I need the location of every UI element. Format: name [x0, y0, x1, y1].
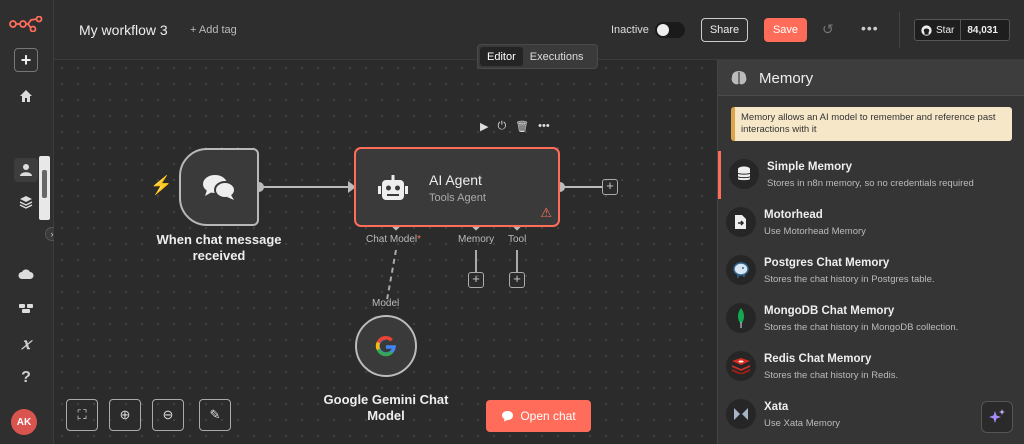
status-label: Inactive [611, 24, 649, 36]
help-icon[interactable]: ? [21, 369, 31, 386]
tab-editor[interactable]: Editor [480, 47, 523, 66]
active-toggle[interactable] [655, 22, 685, 38]
agent-title: AI Agent [429, 172, 482, 188]
trigger-bolt-icon: ⚡ [150, 175, 173, 195]
chat-model-port-label: Chat Model* [366, 234, 422, 245]
item-title: Postgres Chat Memory [764, 257, 890, 269]
cloud-icon[interactable] [14, 262, 38, 286]
left-sidebar: + › 𝑥 ? AK [0, 0, 59, 444]
list-item[interactable]: Simple Memory Stores in n8n memory, so n… [718, 151, 1024, 199]
header-divider [899, 12, 900, 48]
memory-callout: Memory allows an AI model to remember an… [731, 107, 1012, 141]
workflow-title[interactable]: My workflow 3 [79, 22, 168, 38]
postgres-icon [726, 255, 756, 285]
open-chat-label: Open chat [520, 409, 576, 423]
star-count: 84,031 [967, 24, 998, 36]
item-desc: Stores the chat history in Postgres tabl… [764, 274, 935, 285]
add-tag-button[interactable]: + Add tag [190, 24, 237, 36]
trash-icon[interactable]: 🗑 [515, 121, 530, 133]
list-item[interactable]: Motorhead Use Motorhead Memory [718, 199, 1024, 247]
brain-icon [731, 71, 747, 85]
play-icon[interactable]: ▶ [480, 121, 489, 133]
list-item[interactable]: Redis Chat Memory Stores the chat histor… [718, 343, 1024, 391]
item-desc: Use Motorhead Memory [764, 226, 866, 237]
mongodb-icon [726, 303, 756, 333]
panel-header: Memory [718, 60, 1024, 96]
zoom-in-icon[interactable]: ⊕ [109, 399, 141, 431]
gemini-model-node[interactable] [355, 315, 417, 377]
redis-icon [726, 351, 756, 381]
tab-executions[interactable]: Executions [529, 50, 584, 63]
n8n-logo[interactable] [9, 16, 43, 32]
github-icon [921, 24, 932, 36]
item-desc: Stores the chat history in Redis. [764, 370, 899, 381]
item-desc: Stores the chat history in MongoDB colle… [764, 322, 959, 333]
sparkles-icon [989, 409, 1005, 423]
github-star-button[interactable]: Star 84,031 [914, 19, 1010, 41]
model-connection [386, 249, 397, 301]
item-title: Xata [764, 401, 789, 413]
motorhead-icon [726, 207, 756, 237]
user-icon[interactable] [14, 158, 38, 182]
list-item[interactable]: MongoDB Chat Memory Stores the chat hist… [718, 295, 1024, 343]
gemini-node-label: Google Gemini Chat Model [323, 392, 449, 423]
workflow-canvas[interactable]: ⚡ When chat message received ▶ ⏻ 🗑 ••• [54, 60, 717, 444]
connection-arrow [348, 181, 356, 193]
add-memory-button[interactable]: + [468, 272, 484, 288]
xata-icon [726, 399, 756, 429]
node-creator-panel: Memory Memory allows an AI model to reme… [717, 60, 1024, 444]
fit-view-icon[interactable]: ⛶ [66, 399, 98, 431]
memory-list: Simple Memory Stores in n8n memory, so n… [718, 151, 1024, 439]
home-icon[interactable] [14, 84, 38, 108]
item-desc: Use Xata Memory [764, 418, 841, 429]
node-more-icon[interactable]: ••• [538, 120, 550, 132]
tool-port-label: Tool [508, 234, 527, 245]
model-port-label: Model [372, 298, 400, 309]
add-icon[interactable]: + [14, 48, 38, 72]
avatar[interactable]: AK [11, 409, 37, 435]
trigger-node-label: When chat message received [156, 232, 282, 263]
zoom-out-icon[interactable]: ⊖ [152, 399, 184, 431]
ai-agent-node[interactable]: AI Agent Tools Agent ⚠ [354, 147, 560, 227]
power-icon[interactable]: ⏻ [497, 120, 507, 132]
sidebar-scrollbar[interactable] [39, 156, 50, 220]
item-title: Motorhead [764, 209, 823, 221]
agent-subtitle: Tools Agent [429, 192, 486, 204]
ai-assistant-button[interactable] [981, 401, 1013, 433]
memory-port-label: Memory [458, 234, 495, 245]
open-chat-button[interactable]: Open chat [486, 400, 591, 432]
item-desc: Stores in n8n memory, so no credentials … [767, 178, 974, 189]
panel-title: Memory [759, 70, 814, 87]
item-title: Redis Chat Memory [764, 353, 872, 365]
more-options-icon[interactable]: ••• [861, 20, 879, 36]
share-button[interactable]: Share [701, 18, 748, 42]
chat-bubbles-icon [203, 175, 236, 200]
list-item[interactable]: Postgres Chat Memory Stores the chat his… [718, 247, 1024, 295]
add-tool-button[interactable]: + [509, 272, 525, 288]
google-icon [375, 335, 396, 357]
star-label: Star [936, 24, 955, 36]
robot-icon [378, 175, 408, 200]
view-tabs: Editor Executions [477, 44, 598, 69]
variables-icon[interactable]: 𝑥 [21, 333, 31, 353]
add-output-node-button[interactable]: + [602, 179, 618, 195]
database-icon [729, 159, 759, 189]
save-button[interactable]: Save [764, 18, 807, 42]
item-title: Simple Memory [767, 161, 852, 173]
clean-up-icon[interactable]: ✎ [199, 399, 231, 431]
warning-icon[interactable]: ⚠ [540, 205, 552, 220]
node-toolbar: ▶ ⏻ 🗑 ••• [480, 120, 550, 133]
history-icon[interactable]: ↺ [822, 21, 834, 37]
item-title: MongoDB Chat Memory [764, 305, 895, 317]
chat-trigger-node[interactable] [179, 148, 259, 226]
list-item[interactable]: Xata Use Xata Memory [718, 391, 1024, 439]
layers-icon[interactable] [14, 190, 38, 214]
chat-icon [502, 411, 514, 422]
templates-icon[interactable] [14, 296, 38, 320]
